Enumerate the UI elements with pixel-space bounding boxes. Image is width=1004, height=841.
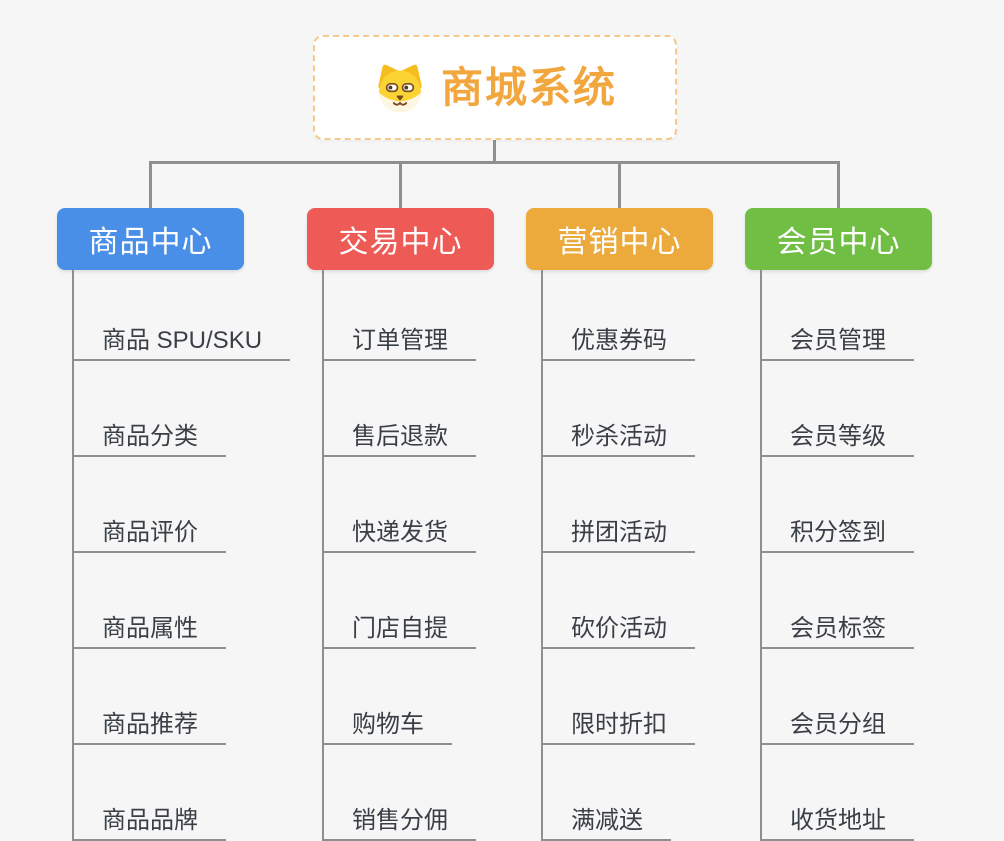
mindmap-item[interactable]: 购物车 bbox=[324, 649, 452, 745]
mindmap-item-label: 满减送 bbox=[571, 806, 643, 834]
mindmap-item[interactable]: 会员管理 bbox=[762, 270, 914, 361]
branch-items: 优惠券码 秒杀活动 拼团活动 砍价活动 限时折扣 满减送 bbox=[541, 270, 695, 841]
mindmap-item[interactable]: 商品 SPU/SKU bbox=[74, 270, 291, 361]
branch-node-label: 交易中心 bbox=[338, 226, 463, 259]
mindmap-item[interactable]: 商品推荐 bbox=[74, 649, 226, 745]
mindmap-item-label: 门店自提 bbox=[352, 614, 448, 642]
root-node[interactable]: 商城系统 bbox=[313, 35, 677, 140]
branch-bus-line bbox=[149, 161, 840, 164]
branch-connector-line bbox=[618, 163, 621, 208]
mindmap-item-label: 收货地址 bbox=[790, 806, 886, 834]
mindmap-item-label: 商品属性 bbox=[102, 614, 198, 642]
branch-items: 订单管理 售后退款 快递发货 门店自提 购物车 销售分佣 bbox=[322, 270, 476, 841]
mindmap-item[interactable]: 快递发货 bbox=[324, 457, 476, 553]
mindmap-item-label: 订单管理 bbox=[352, 326, 448, 354]
dog-face-icon bbox=[373, 63, 427, 113]
mindmap-item-label: 商品推荐 bbox=[102, 710, 198, 738]
mindmap-item-label: 积分签到 bbox=[790, 518, 886, 546]
mindmap-item-label: 购物车 bbox=[352, 710, 424, 738]
mindmap-item[interactable]: 积分签到 bbox=[762, 457, 914, 553]
branch-node-label: 营销中心 bbox=[557, 226, 682, 259]
mindmap-item[interactable]: 商品属性 bbox=[74, 553, 226, 649]
mindmap-item[interactable]: 商品评价 bbox=[74, 457, 226, 553]
mindmap-item-label: 优惠券码 bbox=[571, 326, 667, 354]
mindmap-item[interactable]: 门店自提 bbox=[324, 553, 476, 649]
branch-connector-line bbox=[149, 163, 152, 208]
mindmap-item-label: 秒杀活动 bbox=[571, 422, 667, 450]
mindmap-item-label: 商品 SPU/SKU bbox=[102, 326, 263, 354]
branch-node[interactable]: 会员中心 bbox=[745, 208, 932, 270]
mindmap-item[interactable]: 售后退款 bbox=[324, 361, 476, 457]
mindmap-item-label: 会员等级 bbox=[790, 422, 886, 450]
mindmap-item-label: 销售分佣 bbox=[352, 806, 448, 834]
mindmap-item[interactable]: 收货地址 bbox=[762, 745, 914, 841]
mindmap-item[interactable]: 会员分组 bbox=[762, 649, 914, 745]
branch-connector-line bbox=[837, 163, 840, 208]
branch-items: 会员管理 会员等级 积分签到 会员标签 会员分组 收货地址 bbox=[760, 270, 914, 841]
mindmap-item-label: 售后退款 bbox=[352, 422, 448, 450]
branch-node-label: 会员中心 bbox=[776, 226, 901, 259]
mindmap-item[interactable]: 销售分佣 bbox=[324, 745, 476, 841]
mindmap-item[interactable]: 砍价活动 bbox=[543, 553, 695, 649]
mindmap-item-label: 会员标签 bbox=[790, 614, 886, 642]
branch-node[interactable]: 商品中心 bbox=[57, 208, 244, 270]
mindmap-item-label: 快递发货 bbox=[352, 518, 448, 546]
mindmap-item[interactable]: 优惠券码 bbox=[543, 270, 695, 361]
mindmap-item[interactable]: 商品分类 bbox=[74, 361, 226, 457]
mindmap-item[interactable]: 限时折扣 bbox=[543, 649, 695, 745]
mindmap-item[interactable]: 会员标签 bbox=[762, 553, 914, 649]
mindmap-item[interactable]: 满减送 bbox=[543, 745, 671, 841]
root-title: 商城系统 bbox=[440, 63, 617, 111]
branch-node[interactable]: 交易中心 bbox=[307, 208, 494, 270]
mindmap-item-label: 会员管理 bbox=[790, 326, 886, 354]
mindmap-item-label: 砍价活动 bbox=[571, 614, 667, 642]
mindmap-item[interactable]: 秒杀活动 bbox=[543, 361, 695, 457]
mindmap-item-label: 会员分组 bbox=[790, 710, 886, 738]
mindmap-item-label: 商品分类 bbox=[102, 422, 198, 450]
mindmap-item[interactable]: 拼团活动 bbox=[543, 457, 695, 553]
branch-items: 商品 SPU/SKU 商品分类 商品评价 商品属性 商品推荐 商品品牌 bbox=[72, 270, 291, 841]
mindmap-item-label: 拼团活动 bbox=[571, 518, 667, 546]
branch-connector-line bbox=[399, 163, 402, 208]
mindmap-item[interactable]: 商品品牌 bbox=[74, 745, 226, 841]
branch-node-label: 商品中心 bbox=[88, 226, 213, 259]
mindmap-item[interactable]: 会员等级 bbox=[762, 361, 914, 457]
mindmap-item-label: 商品品牌 bbox=[102, 806, 198, 834]
branch-node[interactable]: 营销中心 bbox=[526, 208, 713, 270]
mindmap-item[interactable]: 订单管理 bbox=[324, 270, 476, 361]
mindmap-item-label: 商品评价 bbox=[102, 518, 198, 546]
mindmap-item-label: 限时折扣 bbox=[571, 710, 667, 738]
root-connector-line bbox=[493, 139, 496, 163]
